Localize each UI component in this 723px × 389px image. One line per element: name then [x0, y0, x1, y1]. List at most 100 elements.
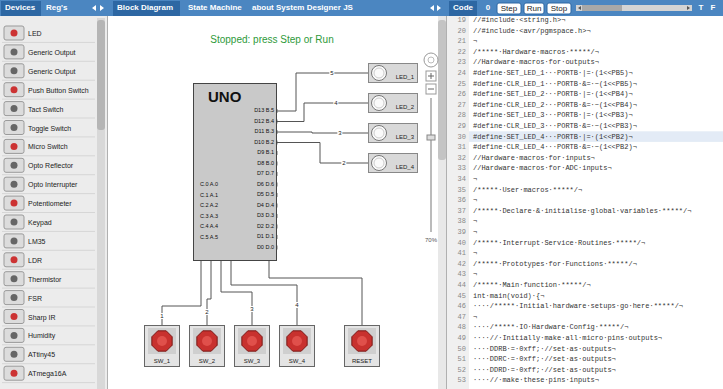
device-icon: [4, 139, 24, 153]
device-panel: [0, 16, 107, 389]
separator: [2, 99, 95, 100]
device-icon-glyph: [11, 67, 18, 74]
line-number: 22: [458, 48, 466, 55]
code-line: //#include·<string.h>¬: [473, 17, 565, 24]
separator: [2, 250, 95, 251]
pin-name: D13 B.5: [254, 108, 274, 114]
led-lens: [372, 96, 387, 111]
device-name: ATtiny45: [28, 351, 55, 358]
device-name: LED: [28, 30, 42, 37]
pin-name: D7 D.7: [257, 171, 274, 177]
device-name: Potentiometer: [28, 200, 72, 207]
code-line: /*****·Declare·&·initialise·global·varia…: [473, 207, 691, 214]
code-line: //#include·<avr/pgmspace.h>¬: [473, 27, 591, 34]
pin-name: D1 D.1: [257, 234, 274, 240]
code-line: #define·CLR_LED_1···PORTB·&=·~(1<<PB5)¬: [473, 80, 637, 87]
zoom-level: 70%: [425, 237, 437, 243]
zoom-reset: [424, 53, 438, 67]
led-ring: [374, 68, 384, 78]
device-icon: [4, 83, 24, 97]
button-label: Step: [501, 5, 517, 13]
device-icon-glyph: [11, 275, 18, 282]
zoom-reset: [428, 57, 434, 63]
pin-name: C.2 A.2: [200, 203, 218, 209]
line-number: 47: [458, 313, 466, 320]
device-icon: [4, 291, 24, 305]
led-device: LED_1: [368, 63, 418, 83]
device-icon: [4, 121, 24, 135]
line-number: 19: [458, 17, 466, 24]
device-name: Sharp IR: [28, 313, 56, 320]
device-icon-glyph: [11, 219, 18, 226]
button-cap: [242, 331, 262, 351]
code-line: ¬: [473, 229, 477, 236]
line-number: 31: [458, 144, 466, 151]
wire: [162, 261, 201, 325]
device-icon: [4, 215, 24, 229]
separator: [2, 155, 95, 156]
wire: [207, 261, 211, 325]
line-number: 39: [458, 229, 466, 236]
device-name: ATmega16A: [28, 370, 66, 377]
panel-tab: Code: [453, 4, 473, 12]
line-number: 29: [458, 123, 466, 130]
line-number: 26: [458, 91, 466, 98]
line-number: 41: [458, 250, 466, 257]
line-number: 43: [458, 271, 466, 278]
separator: [2, 344, 95, 345]
button-base: [348, 328, 376, 354]
led-lens: [372, 66, 387, 81]
led-ring: [374, 98, 384, 108]
led-lens: [372, 156, 387, 171]
stop-button: [547, 3, 571, 14]
code-line: /*****·Hardware·macros·*****/¬: [473, 48, 599, 55]
code-line: /*****·Interrupt·Service·Routines·*****/…: [473, 239, 645, 246]
line-number: 48: [458, 324, 466, 331]
line-number: 32: [458, 154, 466, 161]
code-line: ····/*****·Initial·hardware·setups·go·he…: [473, 303, 683, 310]
code-line: //Hardware·macros·for·outputs¬: [473, 59, 599, 66]
wire: [231, 261, 297, 325]
device-icon-glyph: [11, 294, 18, 301]
code-line: ····//·make·these·pins·inputs¬: [473, 377, 599, 384]
line-number: 23: [458, 59, 466, 66]
code-line: ¬: [473, 250, 477, 257]
push-button-switch: SW_1: [144, 325, 180, 367]
push-button-switch: SW_3: [234, 325, 270, 367]
button-top: [202, 336, 212, 346]
wire-number: 4: [294, 302, 299, 308]
code-line: ····DDRD·=·0xff;·//set·as·outputs¬: [473, 366, 616, 373]
tab-arrows: [92, 5, 104, 11]
led-ring: [374, 158, 384, 168]
separator: [2, 288, 95, 289]
line-number: 37: [458, 207, 466, 214]
scrollbar: [97, 18, 105, 389]
code-line: #define·SET_LED_2···PORTB·|=·(1<<PB4)¬: [473, 91, 633, 98]
pin-name: D8 B.0: [257, 161, 274, 167]
pin-name: D0 D.0: [257, 245, 274, 251]
button-cap: [287, 331, 307, 351]
line-number: 21: [458, 38, 466, 45]
device-icon-glyph: [11, 332, 18, 339]
pin-name: D3 D.3: [257, 213, 274, 219]
step-button: [497, 3, 521, 14]
divider: [107, 16, 108, 389]
device-icon-glyph: [11, 162, 18, 169]
device-icon: [4, 328, 24, 342]
wire-number: 4: [333, 100, 338, 106]
device-icon-glyph: [11, 313, 18, 320]
panel-tab: Reg's: [46, 4, 67, 12]
device-icon: [4, 102, 24, 116]
zoom-handle: [427, 135, 435, 140]
code-line: ····/*****·IO·Hardware·Config·*****/¬: [473, 324, 628, 331]
divider: [446, 16, 447, 389]
code-line: /*****·Prototypes·for·Functions·*****/¬: [473, 260, 637, 267]
code-line: ¬: [473, 218, 477, 225]
line-number: 42: [458, 260, 466, 267]
toolbar-button: F: [711, 4, 716, 12]
pin-name: D9 B.1: [257, 150, 274, 156]
device-icon: [4, 234, 24, 248]
line-number: 45: [458, 292, 466, 299]
device-name: Toggle Switch: [28, 124, 71, 131]
